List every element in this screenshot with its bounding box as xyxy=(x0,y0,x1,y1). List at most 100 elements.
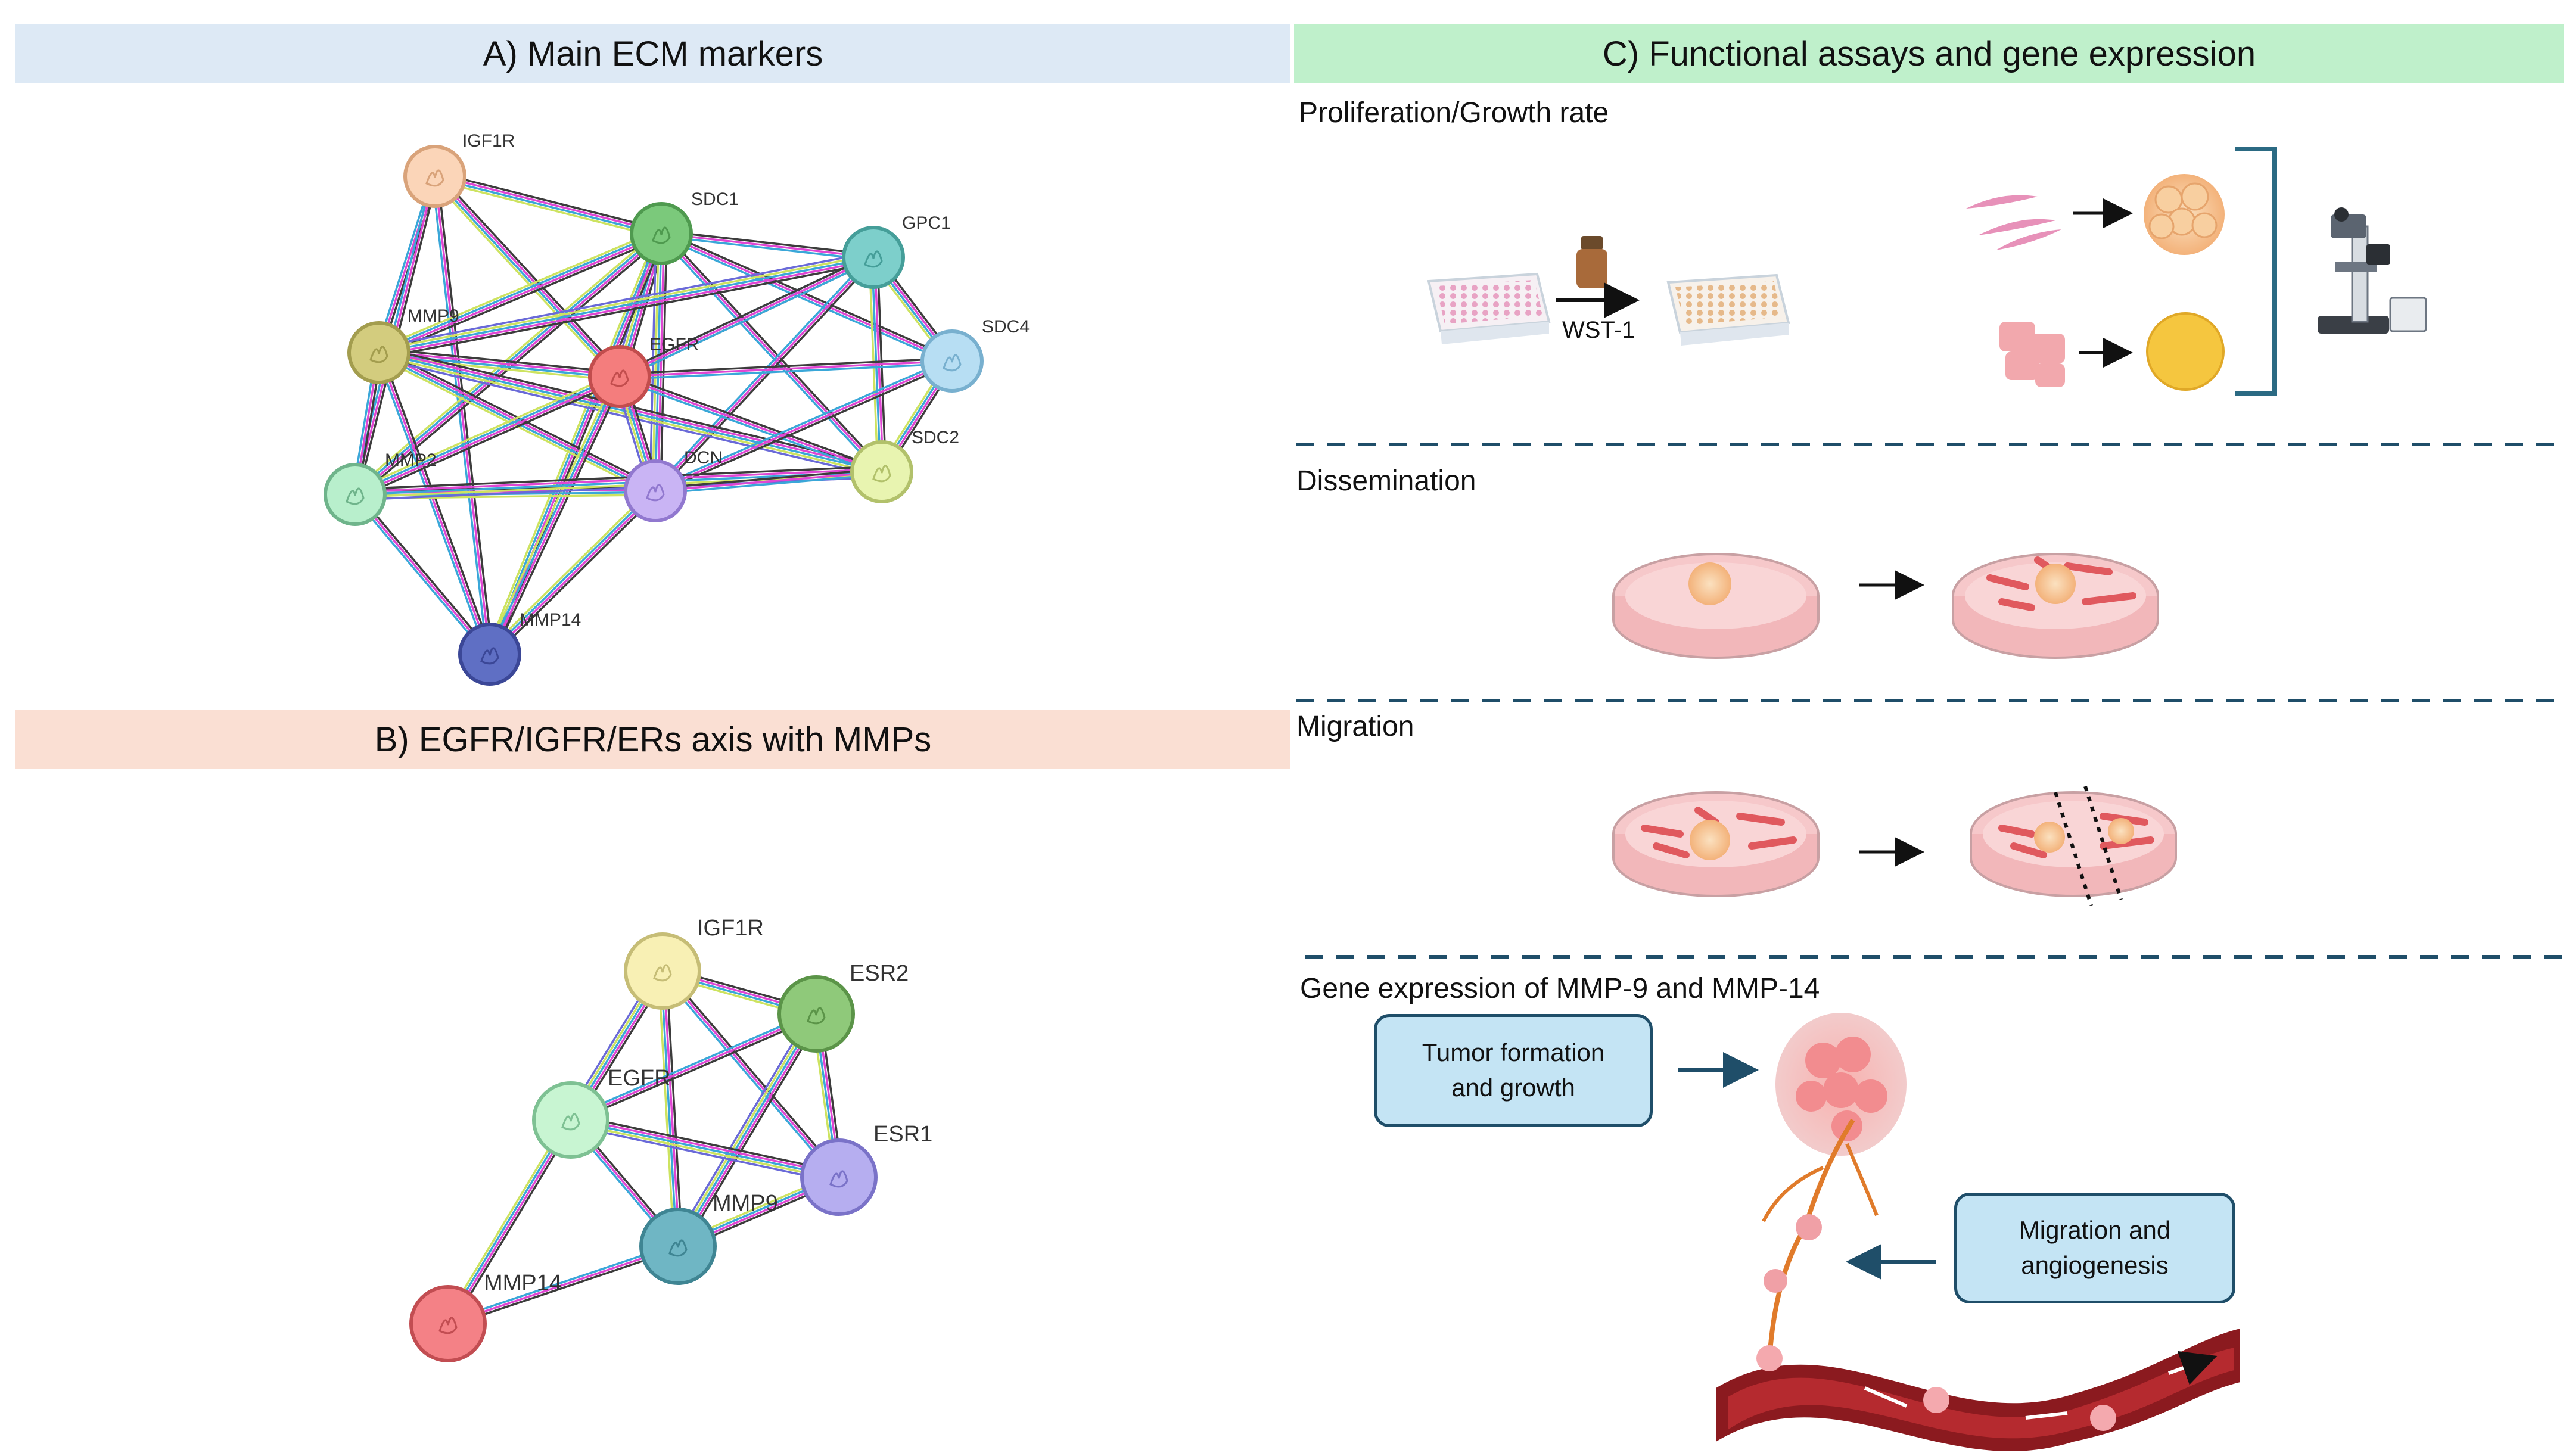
network-a-edge xyxy=(661,235,873,262)
dish-dissemination-icon xyxy=(1952,553,2159,659)
network-a-label-egfr: EGFR xyxy=(649,335,699,354)
blood-vessel-icon xyxy=(1716,1329,2240,1451)
network-a-edge xyxy=(377,229,661,350)
wst1-label: WST-1 xyxy=(1562,317,1635,343)
network-b-edge xyxy=(447,1245,679,1325)
network-a-protein-structure-icon xyxy=(943,354,962,372)
network-a-edge xyxy=(619,357,952,375)
network-a-protein-structure-icon xyxy=(425,169,444,187)
network-a-edge xyxy=(355,377,621,497)
network-a-edge xyxy=(487,375,620,654)
network-a-edge xyxy=(660,234,668,491)
network-b-edge xyxy=(571,1116,840,1176)
network-a-label-dcn: DCN xyxy=(684,448,723,468)
network-a-edge xyxy=(433,176,620,378)
network-a-edge xyxy=(486,487,654,652)
network-a-edge xyxy=(662,230,954,360)
network-a-edge xyxy=(431,178,618,380)
network-a-edge xyxy=(661,232,874,259)
network-a-label-sdc1: SDC1 xyxy=(691,189,739,209)
network-b-edge xyxy=(570,1119,839,1178)
network-b-edge xyxy=(571,1015,818,1124)
tumor-mass-icon xyxy=(1775,1013,1907,1156)
network-b-edge xyxy=(450,1121,576,1327)
network-a-edge xyxy=(354,468,882,493)
network-a-edge xyxy=(620,259,875,380)
network-a-edge xyxy=(379,350,620,377)
network-a-edge xyxy=(663,231,885,471)
network-a-edge xyxy=(435,174,662,234)
network-a-label-mmp2: MMP2 xyxy=(385,450,437,470)
microscope-icon xyxy=(2318,207,2427,334)
panel-b-title: B) EGFR/IGFR/ERs axis with MMPs xyxy=(15,710,1290,769)
network-a-edge xyxy=(619,375,882,473)
network-a-edge xyxy=(660,235,951,365)
epithelial-cells-icon xyxy=(1999,322,2065,387)
network-a-edge xyxy=(658,234,881,475)
network-a-edge xyxy=(354,465,882,490)
network-a-edge xyxy=(434,176,661,236)
proliferation-label: Proliferation/Growth rate xyxy=(1299,97,1609,129)
network-a-edge xyxy=(654,357,951,490)
well-plate-treated-icon xyxy=(1666,273,1790,346)
network-a-protein-structure-icon xyxy=(346,487,365,505)
network-a-edge xyxy=(378,256,874,354)
network-a-label-gpc1: GPC1 xyxy=(902,213,951,233)
panel-c-title: C) Functional assays and gene expression xyxy=(1294,24,2564,83)
network-a-edge xyxy=(655,360,953,492)
network-a-edge xyxy=(656,362,954,494)
network-a-edge xyxy=(657,234,665,491)
spheroid-icon xyxy=(2144,174,2225,255)
network-b-label-mmp14: MMP14 xyxy=(484,1271,562,1296)
network-b-edge xyxy=(657,971,676,1247)
network-a-edge xyxy=(354,493,491,655)
bracket xyxy=(2235,147,2277,396)
network-b-label-esr2: ESR2 xyxy=(850,961,909,986)
network-a-edge xyxy=(655,471,882,492)
network-a-label-sdc4: SDC4 xyxy=(982,317,1030,337)
network-b-edge xyxy=(672,1010,813,1245)
network-a-edge xyxy=(618,378,882,475)
network-a-protein-structure-icon xyxy=(610,369,629,387)
network-a-edge xyxy=(436,176,494,654)
network-a-edge xyxy=(380,351,493,654)
network-a-edge xyxy=(378,355,620,382)
dish-migration-after-icon xyxy=(1970,786,2177,906)
network-a-edge xyxy=(655,468,882,490)
reagent-bottle-icon xyxy=(1576,236,1607,288)
network-a-edge xyxy=(435,175,621,377)
network-b-protein-structure-icon xyxy=(829,1170,848,1188)
network-b-edge xyxy=(443,1117,568,1323)
network-a-label-mmp14: MMP14 xyxy=(520,610,581,630)
network-a-edge xyxy=(356,491,493,654)
well-plate-icon xyxy=(1427,272,1551,344)
dish-migration-before-icon xyxy=(1612,791,1820,897)
network-b-label-esr1: ESR1 xyxy=(873,1122,932,1147)
network-a-edge xyxy=(353,372,618,492)
network-b-edge xyxy=(571,1113,841,1173)
network-b-edge xyxy=(569,1010,816,1119)
network-b-protein-structure-icon xyxy=(653,964,672,982)
network-b-edge xyxy=(682,1016,822,1250)
network-a-edge xyxy=(661,232,953,362)
dish-spheroid-icon xyxy=(1612,553,1820,659)
network-a-protein-structure-icon xyxy=(369,346,388,363)
network-b-edge xyxy=(448,1120,573,1326)
network-a-protein-structure-icon xyxy=(872,465,891,483)
network-a-edge xyxy=(380,262,875,359)
network-a-edge xyxy=(657,258,876,494)
network-b-edge xyxy=(674,1012,815,1246)
network-a-protein-structure-icon xyxy=(646,484,665,502)
network-a-edge xyxy=(619,256,874,378)
network-a-edge xyxy=(378,231,661,353)
network-a-edge xyxy=(620,373,884,471)
network-a-label-igf1r: IGF1R xyxy=(462,131,515,151)
network-a-edge xyxy=(352,495,489,657)
network-a-edge xyxy=(378,352,491,655)
network-b-edge xyxy=(569,1124,838,1184)
tumor-formation-box: Tumor formation and growth xyxy=(1374,1014,1653,1127)
